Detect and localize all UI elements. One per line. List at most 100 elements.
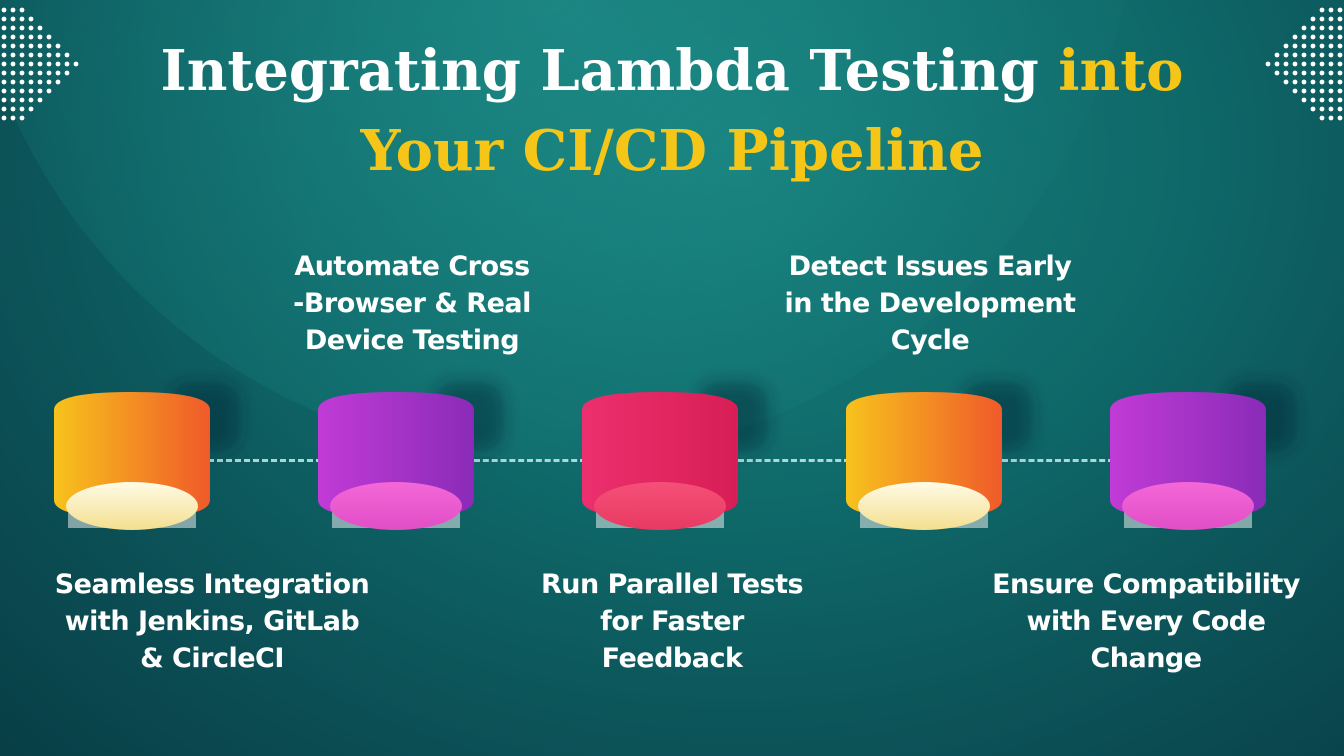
decorative-dot [28,97,34,103]
decorative-dot [55,70,61,76]
decorative-dot [28,79,34,85]
step-2-label-line: Device Testing [304,325,520,356]
decorative-dot [19,115,25,121]
decorative-dot [10,70,16,76]
decorative-dot [1328,34,1334,40]
decorative-dot [1283,79,1289,85]
decorative-dot [28,52,34,58]
decorative-dot [1337,115,1343,121]
decorative-dot [19,43,25,49]
decorative-dot [19,97,25,103]
decorative-dot [19,16,25,22]
decorative-dot [1301,34,1307,40]
decorative-dot [64,52,70,58]
step-1-label: Seamless Integration with Jenkins, GitLa… [52,566,372,677]
decorative-dot [37,25,43,31]
decorative-dot [1328,97,1334,103]
step-5-label-line: Change [1090,643,1202,674]
decorative-dot [1,52,7,58]
step-1-cylinder [52,382,240,530]
step-2-cylinder [316,382,504,530]
decorative-dot [19,106,25,112]
cylinder-graphic [54,382,240,530]
decorative-dot [1319,25,1325,31]
decorative-dot [1301,88,1307,94]
decorative-dot [1,34,7,40]
decorative-dot [37,61,43,67]
decorative-dot [1301,52,1307,58]
decorative-dot [1283,52,1289,58]
decorative-dot [28,16,34,22]
decorative-dot [37,70,43,76]
decorative-dot [73,61,79,67]
decorative-dot [1337,61,1343,67]
decorative-dot [1337,79,1343,85]
decorative-dot [37,43,43,49]
decorative-dots-right [1265,7,1343,121]
decorative-dot [28,43,34,49]
decorative-dot [1337,106,1343,112]
decorative-dot [10,43,16,49]
step-4-label-line: Detect Issues Early [788,251,1072,282]
step-1-label-line: & CircleCI [140,643,284,674]
decorative-dot [1310,52,1316,58]
decorative-dot [1328,88,1334,94]
decorative-dot [1301,79,1307,85]
decorative-dot [1,16,7,22]
step-3-label-line: Feedback [601,643,743,674]
step-1-label-line: Seamless Integration [54,569,370,600]
connector-1-2 [208,459,322,462]
decorative-dot [28,61,34,67]
decorative-dot [64,70,70,76]
decorative-dot [1328,25,1334,31]
step-5-label-line: Ensure Compatibility [992,569,1300,600]
decorative-dot [1292,34,1298,40]
decorative-dot [1319,115,1325,121]
decorative-dot [1,7,7,13]
decorative-dot [1328,43,1334,49]
decorative-dot [19,88,25,94]
decorative-dot [28,88,34,94]
step-3-label-line: for Faster [600,606,744,637]
title-accent-word: into [1058,38,1184,104]
decorative-dot [1301,70,1307,76]
decorative-dot [1,61,7,67]
decorative-dot [46,52,52,58]
decorative-dot [1310,34,1316,40]
decorative-dot [10,34,16,40]
decorative-dot [10,79,16,85]
decorative-dot [1310,43,1316,49]
decorative-dot [1301,43,1307,49]
decorative-dot [1,115,7,121]
step-5-cylinder [1108,382,1296,530]
decorative-dot [1310,16,1316,22]
decorative-dot [19,34,25,40]
decorative-dot [46,88,52,94]
decorative-dot [1283,43,1289,49]
decorative-dot [1274,52,1280,58]
decorative-dot [1,70,7,76]
decorative-dot [1310,79,1316,85]
decorative-dot [10,61,16,67]
decorative-dot [10,115,16,121]
connector-2-3 [474,459,586,462]
decorative-dot [10,25,16,31]
decorative-dot [46,79,52,85]
decorative-dot [1310,70,1316,76]
decorative-dot [64,61,70,67]
decorative-dot [1292,70,1298,76]
decorative-dot [1283,70,1289,76]
decorative-dot [1337,52,1343,58]
decorative-dot [37,79,43,85]
decorative-dot [1310,97,1316,103]
decorative-dot [28,34,34,40]
decorative-dot [1292,43,1298,49]
decorative-dot [37,34,43,40]
decorative-dot [1319,79,1325,85]
decorative-dot [1337,88,1343,94]
decorative-dot [1265,61,1271,67]
decorative-dot [1310,25,1316,31]
decorative-dot [1,43,7,49]
decorative-dot [1337,16,1343,22]
decorative-dot [10,88,16,94]
